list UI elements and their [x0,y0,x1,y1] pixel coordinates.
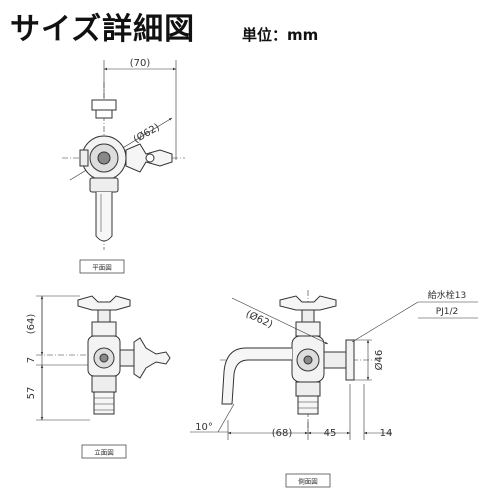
front-view-label: 立面図 [94,448,114,457]
callout-valve-size: 給水栓13 [428,289,466,301]
side-mid-dimension: 45 [324,428,337,439]
page-title: サイズ詳細図 [10,12,196,47]
front-view [36,295,171,421]
side-end-dimension: 14 [380,428,393,439]
plan-width-dimension: (70) [130,58,151,69]
front-top-dimension: (64) [26,314,37,335]
side-angle-dimension: 10° [195,422,213,433]
unit-label: 単位：mm [242,26,319,44]
plan-diameter-dimension: (Ø62) [131,121,162,146]
side-view-label-box [285,473,331,488]
front-bottom-dimension: 57 [26,387,37,400]
plan-view [62,60,185,250]
plan-view-label-box [79,259,125,274]
side-spout-dimension: (68) [272,428,293,439]
front-mid-dimension: 7 [26,357,37,363]
plan-view-label: 平面図 [92,264,112,272]
callout-thread-spec: PJ1/2 [436,307,459,317]
side-flange-dimension: Ø46 [373,350,385,371]
side-view [190,290,478,440]
side-view-label: 側面図 [298,478,318,486]
front-view-label-box [81,444,127,459]
